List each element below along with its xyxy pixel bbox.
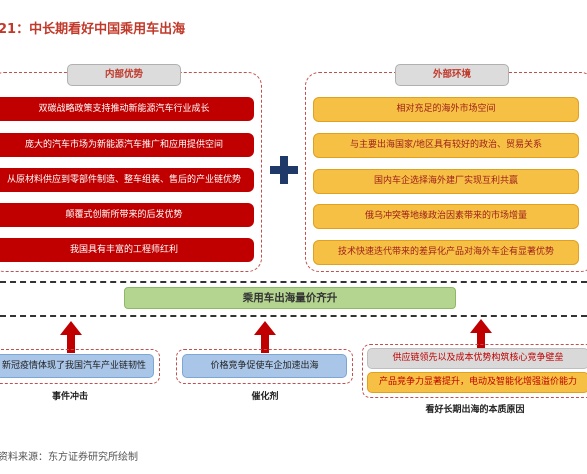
- essential-reasons-caption: 看好长期出海的本质原因: [425, 405, 525, 415]
- up-arrow-icon: [470, 319, 492, 351]
- catalyst-item: 价格竞争促使车企加速出海: [182, 354, 347, 378]
- external-item: 俄乌冲突等地缘政治因素带来的市场增量: [313, 204, 579, 229]
- plus-icon: [270, 156, 298, 184]
- essential-reason-item: 供应链领先以及成本优势构筑核心竞争壁垒: [367, 348, 587, 369]
- internal-item: 从原材料供应到零部件制造、整车组装、售后的产业链优势: [0, 168, 254, 192]
- catalyst-box: [176, 349, 353, 384]
- event-shock-item: 新冠疫情体现了我国汽车产业链韧性: [0, 354, 154, 378]
- internal-item: 双碳战略政策支持推动新能源汽车行业成长: [0, 97, 254, 121]
- bottom-divider: [0, 315, 587, 317]
- up-arrow-icon: [60, 321, 82, 353]
- event-shock-caption: 事件冲击: [51, 392, 88, 402]
- catalyst-caption: 催化剂: [251, 392, 279, 402]
- external-item: 技术快速迭代带来的差异化产品对海外车企有显著优势: [313, 240, 579, 265]
- source-note: 资料来源：东方证券研究所绘制: [0, 452, 138, 463]
- internal-item: 颠覆式创新所带来的后发优势: [0, 203, 254, 227]
- internal-item: 庞大的汽车市场为新能源汽车推广和应用提供空间: [0, 133, 254, 157]
- result-bar: 乘用车出海量价齐升: [124, 287, 456, 309]
- external-item: 国内车企选择海外建厂实现互利共赢: [313, 169, 579, 194]
- up-arrow-icon: [254, 321, 276, 353]
- figure-title: 21：中长期看好中国乘用车出海: [0, 22, 186, 37]
- event-shock-box: [0, 349, 160, 384]
- external-item: 相对充足的海外市场空间: [313, 97, 579, 122]
- external-item: 与主要出海国家/地区具有较好的政治、贸易关系: [313, 133, 579, 158]
- essential-reasons-box: [362, 344, 587, 398]
- internal-item: 我国具有丰富的工程师红利: [0, 238, 254, 262]
- essential-reason-item: 产品竞争力显著提升，电动及智能化增强溢价能力: [367, 372, 587, 393]
- top-divider: [0, 281, 587, 283]
- external-environment-label: 外部环境: [395, 64, 509, 86]
- internal-advantages-label: 内部优势: [67, 64, 181, 86]
